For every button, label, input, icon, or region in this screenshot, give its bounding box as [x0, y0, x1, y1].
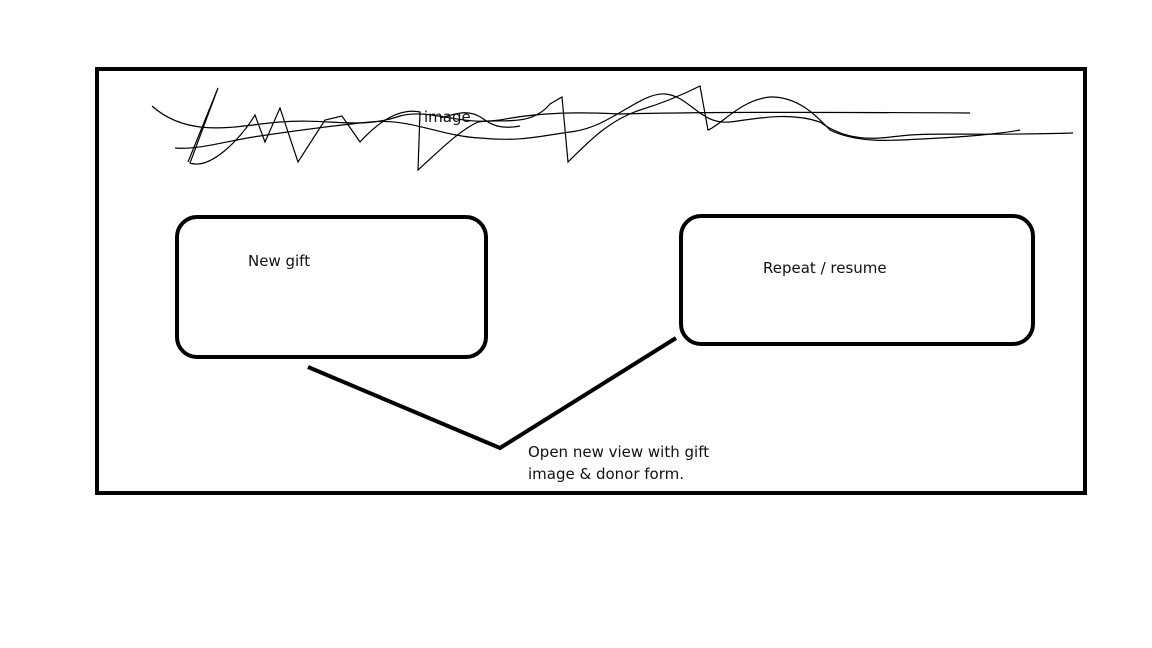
screen-frame: [95, 67, 1087, 495]
repeat-resume-button[interactable]: Repeat / resume: [679, 214, 1035, 346]
flow-note: Open new view with gift image & donor fo…: [528, 441, 709, 485]
flow-note-line-1: Open new view with gift: [528, 443, 710, 461]
new-gift-button[interactable]: New gift: [175, 215, 488, 359]
new-gift-label: New gift: [248, 252, 311, 270]
flow-note-line-2: image & donor form.: [528, 465, 685, 483]
repeat-resume-label: Repeat / resume: [763, 259, 887, 277]
image-placeholder-label: image: [424, 108, 471, 126]
